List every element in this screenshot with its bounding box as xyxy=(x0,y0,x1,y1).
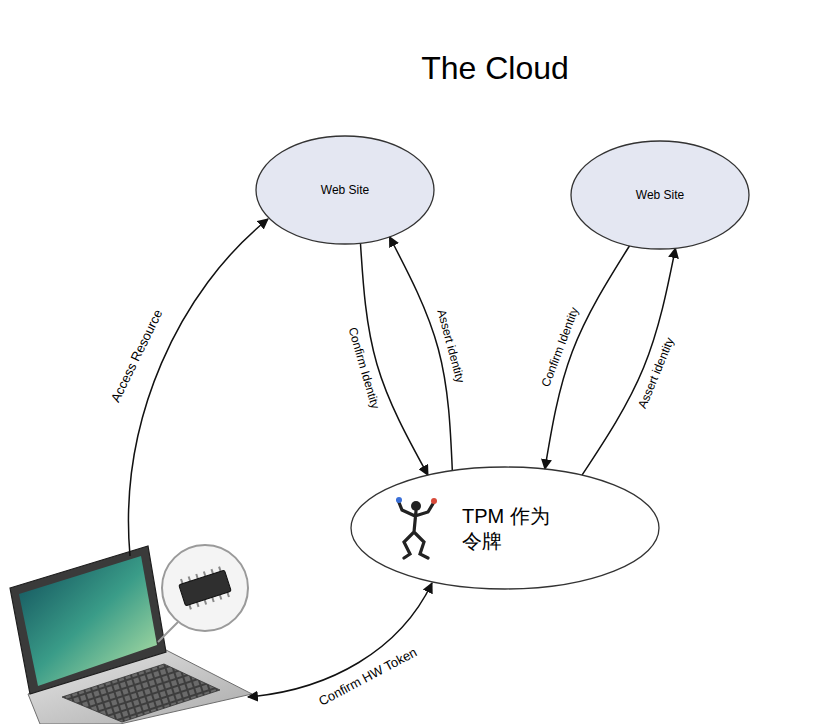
connector-arrow xyxy=(390,237,453,471)
node-label: Web Site xyxy=(321,183,369,197)
region-title: The Cloud xyxy=(149,50,823,87)
icon-body xyxy=(398,500,434,558)
icon-head xyxy=(411,501,421,511)
tpm-token-ellipse: TPM 作为 令牌 xyxy=(350,466,660,590)
cloud-region: Web Site Web SiteTPM 作为 令牌 The Cloud xyxy=(149,12,823,704)
connector-arrow xyxy=(545,246,630,469)
edge-label: Confirm Identity xyxy=(345,324,383,412)
icon-ball xyxy=(396,497,402,503)
connector-arrow xyxy=(360,243,428,475)
node-label: TPM 作为 令牌 xyxy=(462,504,566,554)
cloud-region-outline xyxy=(149,12,449,162)
web-site-ellipse: Web Site xyxy=(570,140,750,250)
chip-magnifier xyxy=(158,545,248,642)
edge-label: Assert identity xyxy=(434,306,468,386)
magnifier-lens xyxy=(162,545,248,631)
laptop xyxy=(10,546,252,724)
access-arrow xyxy=(129,219,268,556)
web-site-ellipse-outline xyxy=(570,140,750,250)
laptop-lid xyxy=(10,546,166,694)
outline-shape xyxy=(351,467,659,589)
icon-ball xyxy=(431,498,437,504)
magnifier-stem xyxy=(158,622,178,642)
outline-shape xyxy=(571,141,749,249)
arrow-label: Confirm HW Token xyxy=(315,644,421,709)
dancer-icon xyxy=(394,496,438,562)
outline-shape xyxy=(256,136,434,244)
tpm-token-ellipse-outline xyxy=(350,466,660,590)
arrow-label: Access Resource xyxy=(108,306,167,407)
laptop-screen xyxy=(19,556,157,686)
chip-body xyxy=(179,570,231,606)
connector-arrow xyxy=(582,248,675,475)
node-label: Web Site xyxy=(636,188,684,202)
edge-label: Assert identity xyxy=(634,333,677,412)
chip xyxy=(177,565,233,610)
web-site-ellipse-outline xyxy=(255,135,435,245)
edge-label: Confirm Identity xyxy=(538,303,582,390)
hw-token-arrow xyxy=(248,583,432,697)
web-site-ellipse: Web Site xyxy=(255,135,435,245)
